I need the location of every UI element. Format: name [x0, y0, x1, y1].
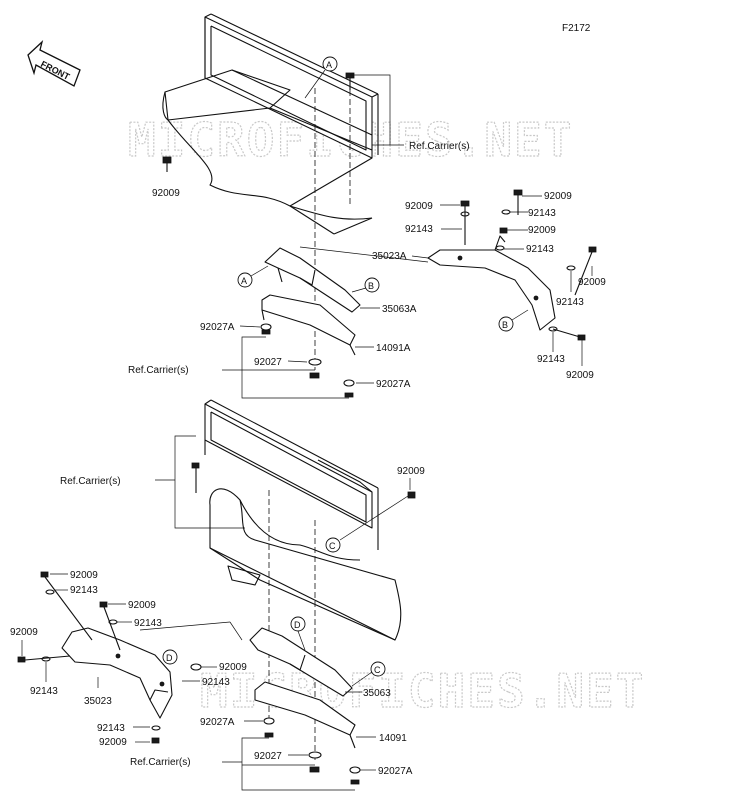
lower-part-92143-b: 92143 [134, 618, 162, 629]
upper-part-92009-d: 92009 [578, 277, 606, 288]
lower-part-92143-mid: 92143 [202, 677, 230, 688]
upper-part-92009-a: 92009 [544, 191, 572, 202]
upper-part-35023A: 35023A [372, 251, 407, 262]
upper-washer-92027 [308, 358, 322, 379]
lower-part-92027: 92027 [254, 751, 282, 762]
upper-callout-b-label: B [368, 281, 374, 291]
upper-part-14091A: 14091A [376, 343, 411, 354]
front-arrow-icon: FRONT [27, 40, 81, 87]
upper-part-92143-c: 92143 [526, 244, 554, 255]
lower-callout-c-top-label: C [329, 541, 336, 551]
lower-callout-d-left [162, 649, 178, 665]
upper-bracket-35063A [261, 247, 361, 356]
upper-side-bracket-35023A [427, 235, 556, 331]
lower-carrier-frame [204, 399, 402, 641]
upper-part-92027A-1: 92027A [200, 322, 235, 333]
lower-part-92143-low: 92143 [97, 723, 125, 734]
lower-part-92027A-2: 92027A [378, 766, 413, 777]
lower-mid-washer-icon [190, 663, 202, 671]
upper-washer-92027A-1 [260, 323, 272, 335]
upper-callout-a-top-label: A [326, 60, 332, 70]
upper-part-92027: 92027 [254, 357, 282, 368]
lower-callout-d-label: D [294, 620, 301, 630]
lower-part-92143-a: 92143 [70, 585, 98, 596]
upper-part-92143-b: 92143 [405, 224, 433, 235]
lower-washer-92027 [308, 751, 322, 773]
lower-callout-d-left-label: D [166, 653, 173, 663]
lower-bolt-icon [191, 462, 200, 493]
lower-bracket-35063 [249, 627, 356, 749]
upper-part-92027A-2: 92027A [376, 379, 411, 390]
lower-washer-92027A-1 [263, 717, 275, 738]
lower-part-92009-top: 92009 [397, 466, 425, 477]
upper-callout-b-right-label: B [502, 320, 508, 330]
upper-part-92009-left: 92009 [152, 188, 180, 199]
lower-part-92009-left: 92009 [10, 627, 38, 638]
upper-ref-carrier-2: Ref.Carrier(s) [128, 365, 189, 376]
lower-bolt-group-left [17, 571, 161, 744]
upper-callout-a-label: A [241, 276, 247, 286]
lower-part-35063: 35063 [363, 688, 391, 699]
upper-ref-carrier-leader [350, 74, 404, 146]
upper-washer-92027A-2 [343, 379, 355, 398]
lower-part-92009-low: 92009 [99, 737, 127, 748]
upper-bolt-icon [345, 72, 355, 90]
lower-part-92009-b: 92009 [128, 600, 156, 611]
upper-ref-carrier: Ref.Carrier(s) [409, 141, 470, 152]
lower-ref-carrier-bracket-top [174, 435, 245, 529]
upper-callout-b-right [498, 316, 514, 332]
lower-part-14091: 14091 [379, 733, 407, 744]
upper-part-92143-d: 92143 [556, 297, 584, 308]
upper-part-92009-b: 92009 [405, 201, 433, 212]
lower-part-92143-left: 92143 [30, 686, 58, 697]
upper-callout-a-top [322, 56, 338, 72]
upper-ref-carrier-bracket [241, 336, 349, 399]
upper-callout-a [237, 272, 253, 288]
lower-callout-c-top [325, 537, 341, 553]
lower-side-bracket-35023 [61, 627, 173, 719]
figure-id: F2172 [562, 23, 591, 34]
upper-part-35063A: 35063A [382, 304, 417, 315]
upper-part-92143-a: 92143 [528, 208, 556, 219]
upper-callout-b [364, 277, 380, 293]
lower-callout-c [370, 661, 386, 677]
lower-ref-carrier-2: Ref.Carrier(s) [130, 757, 191, 768]
lower-part-92009-mid: 92009 [219, 662, 247, 673]
lower-washer-92027A-2 [349, 766, 361, 785]
upper-left-bolt-icon [162, 156, 172, 172]
lower-ref-carrier-bracket [241, 737, 355, 791]
upper-part-92143-e: 92143 [537, 354, 565, 365]
upper-part-92009-c: 92009 [528, 225, 556, 236]
lower-callout-c-label: C [374, 665, 381, 675]
lower-part-92027A-1: 92027A [200, 717, 235, 728]
lower-part-35023: 35023 [84, 696, 112, 707]
lower-part-92009-a: 92009 [70, 570, 98, 581]
upper-part-92009-e: 92009 [566, 370, 594, 381]
lower-right-bolt-icon [407, 491, 416, 499]
lower-ref-carrier: Ref.Carrier(s) [60, 476, 121, 487]
